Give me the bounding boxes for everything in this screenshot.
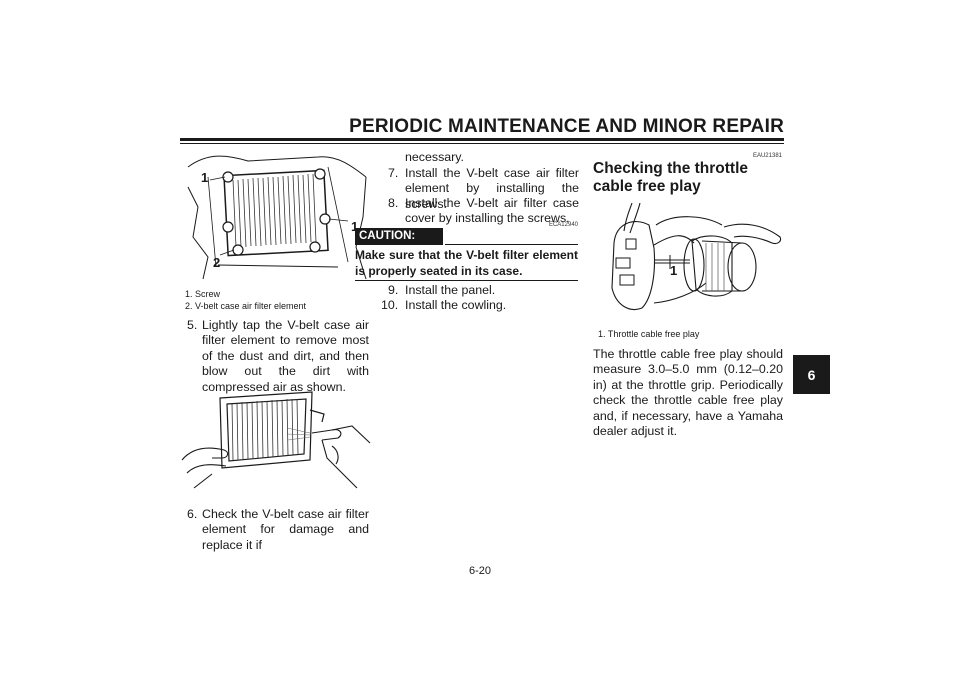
caution-text: Make sure that the V-belt filter element… (355, 248, 578, 278)
callout-filter-element: 2 (213, 255, 220, 270)
step-6: 6. Check the V-belt case air filter elem… (187, 507, 369, 553)
page-number: 6-20 (468, 565, 492, 577)
header-rule (180, 138, 784, 141)
section-code: EAU21381 (752, 153, 782, 159)
step-6-continuation: necessary. (405, 150, 464, 164)
step-9-number: 9. (388, 283, 399, 297)
caution-code: ECA12940 (548, 222, 578, 228)
figure-caption-screw: 1. Screw (185, 289, 221, 299)
step-7-number: 7. (388, 166, 399, 180)
figure-throttle-grip: 1 (611, 202, 782, 310)
step-8: 8. Install the V-belt air filter case co… (388, 196, 579, 227)
step-7-text: Install the V-belt case air filter eleme… (405, 166, 579, 211)
figure-air-filter-housing: 1 1 2 (187, 155, 367, 280)
throttle-free-play-text: The throttle cable free play should meas… (593, 347, 783, 439)
step-6-number: 6. (187, 507, 198, 521)
figure-caption-throttle: 1. Throttle cable free play (598, 329, 700, 339)
step-8-number: 8. (388, 196, 399, 210)
step-10-text: Install the cowling. (405, 298, 507, 312)
step-10: 10. Install the cowling. (381, 298, 579, 313)
step-6-text: Check the V-belt case air filter element… (202, 507, 369, 552)
caution-top-rule (445, 244, 578, 245)
step-9: 9. Install the panel. (388, 283, 579, 298)
chapter-tab: 6 (793, 355, 830, 394)
callout-screw-1: 1 (201, 170, 208, 185)
callout-screw-2: 1 (351, 219, 358, 234)
step-10-number: 10. (381, 298, 399, 312)
page-header-title: PERIODIC MAINTENANCE AND MINOR REPAIR (349, 116, 784, 137)
step-8-text: Install the V-belt air filter case cover… (405, 196, 579, 226)
caution-label: CAUTION: (355, 228, 443, 245)
step-5: 5. Lightly tap the V-belt case air filte… (187, 318, 369, 395)
figure-caption-filter-element: 2. V-belt case air filter element (185, 301, 307, 311)
step-9-text: Install the panel. (405, 283, 496, 297)
callout-throttle-free-play: 1 (670, 263, 677, 278)
step-5-text: Lightly tap the V-belt case air filter e… (202, 318, 369, 394)
caution-bottom-rule (355, 280, 578, 281)
figure-blow-filter (181, 391, 371, 489)
step-7: 7. Install the V-belt case air filter el… (388, 166, 579, 212)
step-5-number: 5. (187, 318, 198, 332)
section-title: Checking the throttle cable free play (593, 160, 749, 195)
header-rule-thin (180, 143, 784, 144)
